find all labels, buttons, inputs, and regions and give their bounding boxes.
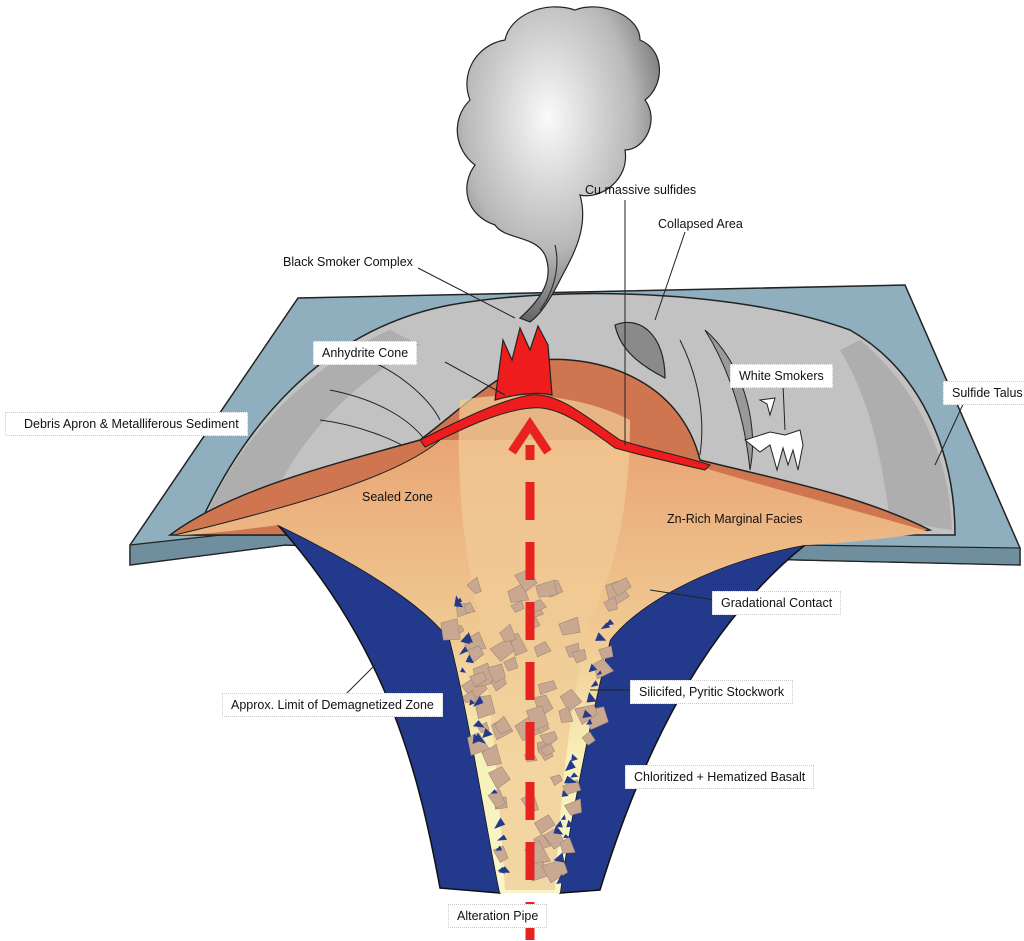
stockwork-fragment — [533, 814, 556, 835]
stockwork-fragment — [462, 690, 477, 703]
basalt-fragment — [595, 632, 607, 641]
stockwork-fragment — [571, 648, 587, 664]
stockwork-fragment — [467, 732, 490, 756]
basalt-fragment — [460, 634, 471, 644]
stockwork-fragment — [499, 623, 517, 643]
basalt-fragment — [566, 819, 575, 828]
label-white-smokers: White Smokers — [730, 364, 833, 388]
basalt-fragments — [454, 595, 615, 884]
stockwork-fragment — [464, 601, 476, 614]
stockwork-fragment — [533, 641, 552, 658]
basalt-fragment — [565, 759, 576, 772]
stockwork-fragment — [488, 766, 511, 790]
stockwork-fragment — [535, 579, 558, 598]
basalt-fragment — [474, 733, 486, 744]
label-cu-massive-sulfides: Cu massive sulfides — [585, 183, 697, 197]
basalt-fragment — [494, 817, 506, 829]
basalt-fragment — [556, 873, 565, 884]
stockwork-fragment — [603, 596, 618, 612]
basalt-fragment — [459, 646, 469, 655]
label-gradational-contact: Gradational Contact — [712, 591, 842, 615]
stockwork-fragment — [540, 859, 568, 884]
fluid-flow-arrow-head — [508, 416, 552, 455]
label-chloritized-basalt: Chloritized + Hematized Basalt — [625, 765, 815, 789]
basalt-fragment — [605, 619, 615, 626]
stockwork-fragment — [564, 798, 582, 816]
label-alteration-pipe: Alteration Pipe — [448, 904, 548, 928]
basalt-fragment — [596, 670, 602, 676]
stockwork-fragment — [598, 645, 614, 660]
stockwork-fragment — [466, 576, 482, 595]
stockwork-fragment — [487, 788, 506, 809]
label-debris-apron: Debris Apron & Metalliferous Sediment — [5, 412, 248, 436]
label-zn-rich-marginal-facies: Zn-Rich Marginal Facies — [667, 512, 803, 526]
basalt-fragment — [465, 654, 474, 664]
basalt-fragment — [561, 789, 569, 797]
stockwork-fragment — [559, 688, 583, 713]
basalt-fragment — [553, 825, 564, 835]
label-demagnetized-zone: Approx. Limit of Demagnetized Zone — [222, 693, 443, 717]
basalt-fragment — [555, 820, 563, 828]
basalt-fragment — [571, 753, 578, 762]
stockwork-fragment — [469, 671, 487, 688]
stockwork-fragment — [581, 731, 596, 746]
basalt-right-wall — [559, 543, 808, 894]
basalt-fragment — [570, 772, 579, 778]
stockwork-fragment — [562, 779, 582, 796]
basalt-fragment — [496, 834, 507, 841]
white-smoker-small — [758, 397, 776, 417]
stockwork-fragment — [558, 706, 574, 724]
leader-lines — [344, 200, 966, 696]
stockwork-fragment — [538, 680, 558, 696]
sealed-zone-line — [174, 439, 441, 536]
anhydrite-cone — [494, 324, 553, 401]
basalt-fragment — [560, 814, 566, 820]
stockwork-fragment — [559, 836, 576, 854]
basalt-fragment — [472, 720, 485, 728]
basalt-fragment — [588, 663, 598, 673]
basalt-fragment — [490, 789, 498, 794]
label-black-smoker-complex: Black Smoker Complex — [283, 255, 413, 269]
basalt-fragment — [590, 680, 599, 688]
basalt-fragment — [460, 667, 467, 673]
label-stockwork: Silicifed, Pyritic Stockwork — [630, 680, 794, 704]
stockwork-fragment — [489, 637, 515, 662]
basalt-fragment — [553, 852, 565, 863]
stockwork-fragment — [540, 742, 556, 757]
stockwork-fragment — [558, 616, 581, 636]
basalt-fragment — [564, 775, 578, 784]
black-smoker-plume — [456, 6, 660, 323]
basalt-fragment — [499, 866, 511, 873]
basalt-fragment — [586, 718, 593, 725]
basalt-fragment — [495, 845, 503, 851]
label-sulfide-talus: Sulfide Talus — [943, 381, 1024, 405]
anhydrite-vein — [419, 394, 711, 471]
basalt-fragment — [469, 699, 475, 706]
basalt-fragment — [456, 597, 463, 603]
sulfide-talus-right — [840, 340, 952, 530]
stockwork-fragment — [440, 618, 461, 641]
label-collapsed-area: Collapsed Area — [658, 217, 743, 231]
sulfide-talus-left — [200, 330, 420, 530]
basalt-fragment — [482, 728, 493, 738]
stockwork-fragment — [503, 656, 519, 672]
basalt-fragment — [586, 692, 597, 703]
basalt-fragment — [563, 834, 571, 839]
stockwork-fragment — [510, 599, 525, 613]
stockwork-fragment — [486, 663, 506, 684]
stockwork-fragment — [493, 715, 513, 735]
stockwork-fragment — [550, 774, 563, 787]
stockwork-fragment — [610, 577, 632, 597]
basalt-fragment — [473, 695, 484, 707]
white-smokers — [743, 429, 804, 472]
label-anhydrite-cone: Anhydrite Cone — [313, 341, 418, 365]
basalt-fragment — [582, 709, 593, 719]
label-sealed-zone: Sealed Zone — [362, 490, 433, 504]
